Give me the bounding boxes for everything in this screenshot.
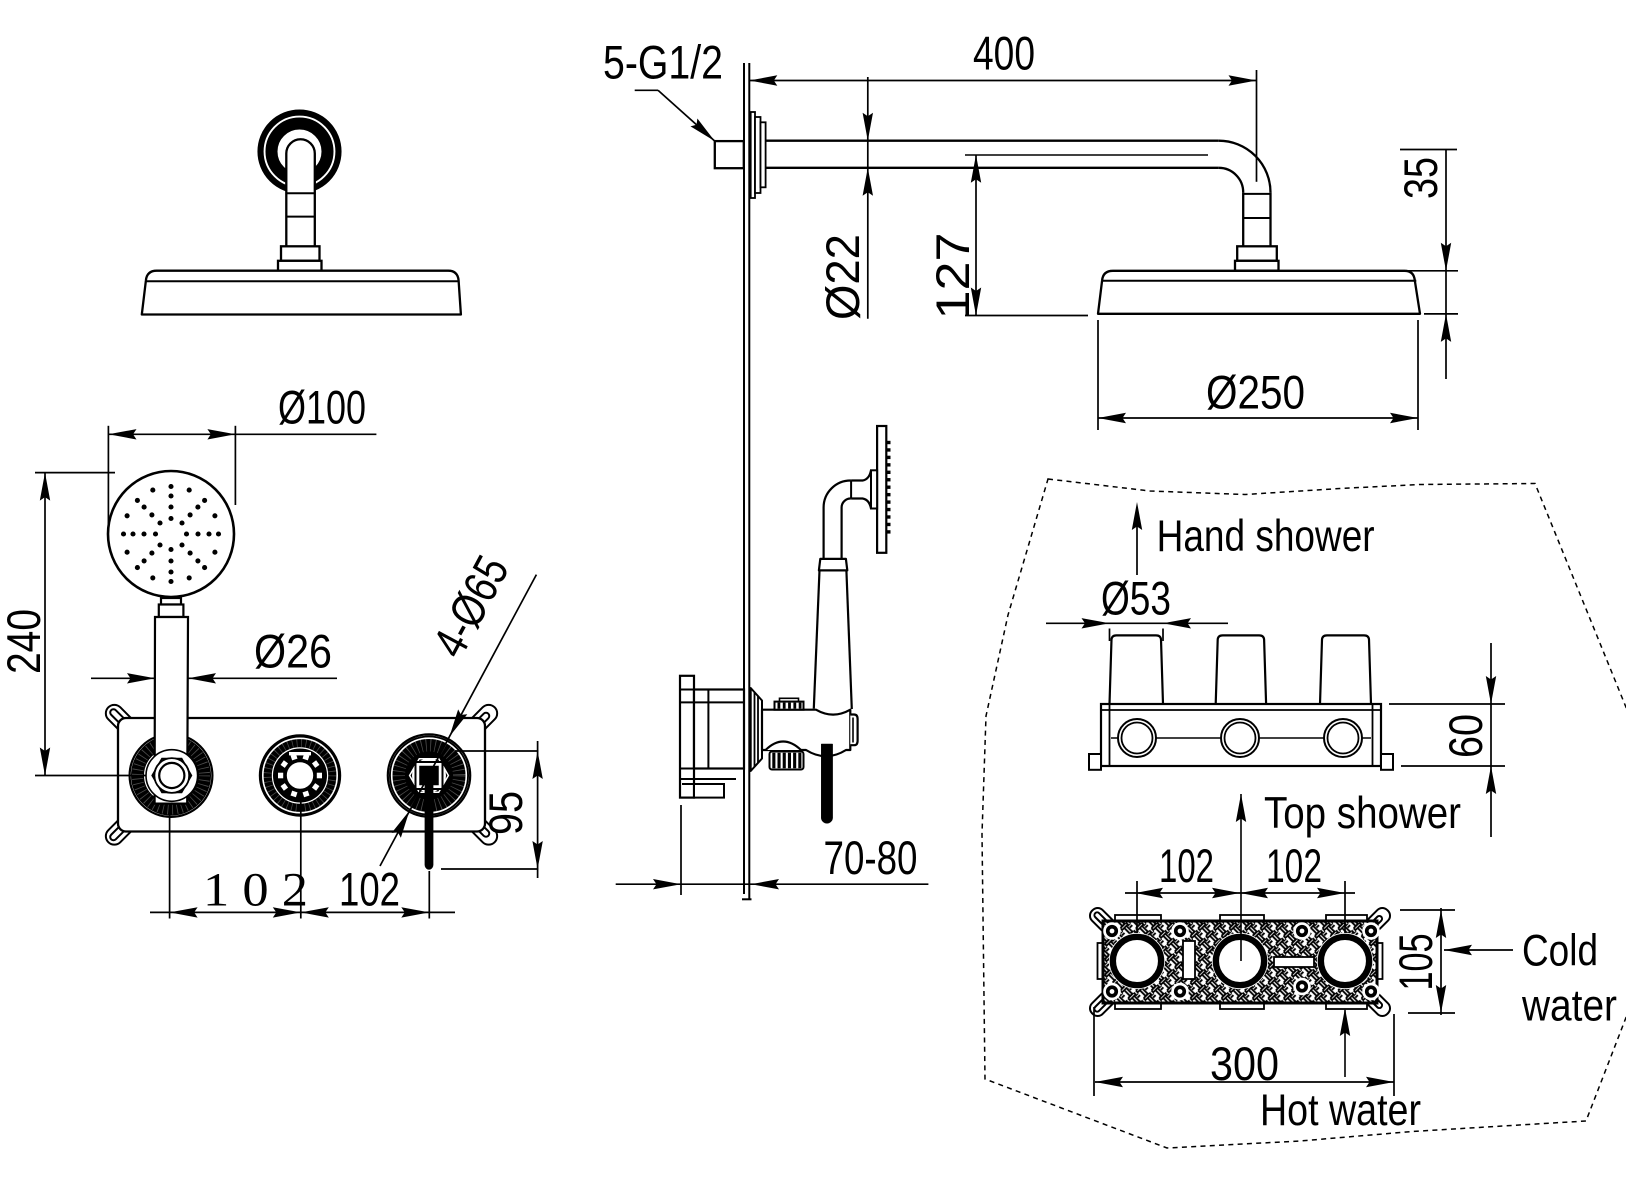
svg-text:300: 300 xyxy=(1210,1038,1279,1091)
svg-text:5-G1/2: 5-G1/2 xyxy=(603,37,723,90)
svg-text:Hot water: Hot water xyxy=(1260,1086,1421,1135)
svg-text:Hand shower: Hand shower xyxy=(1157,512,1375,561)
svg-text:240: 240 xyxy=(0,609,51,674)
svg-text:Ø250: Ø250 xyxy=(1206,367,1305,420)
svg-text:Cold: Cold xyxy=(1522,927,1598,976)
svg-text:Ø100: Ø100 xyxy=(278,382,366,435)
svg-text:60: 60 xyxy=(1440,714,1493,758)
svg-text:Ø26: Ø26 xyxy=(254,626,332,679)
svg-text:102: 102 xyxy=(339,864,400,917)
svg-text:water: water xyxy=(1521,982,1617,1031)
svg-text:Ø53: Ø53 xyxy=(1101,573,1171,626)
svg-text:127: 127 xyxy=(927,233,980,320)
svg-text:1 0 2: 1 0 2 xyxy=(203,865,308,917)
svg-text:102: 102 xyxy=(1159,840,1214,893)
svg-text:35: 35 xyxy=(1395,157,1448,199)
svg-text:102: 102 xyxy=(1266,840,1322,893)
svg-text:400: 400 xyxy=(973,28,1035,81)
svg-text:70-80: 70-80 xyxy=(824,832,918,885)
svg-text:Ø22: Ø22 xyxy=(817,234,870,320)
svg-text:Top shower: Top shower xyxy=(1264,789,1461,838)
svg-text:95: 95 xyxy=(480,791,533,835)
svg-text:105: 105 xyxy=(1390,934,1443,991)
